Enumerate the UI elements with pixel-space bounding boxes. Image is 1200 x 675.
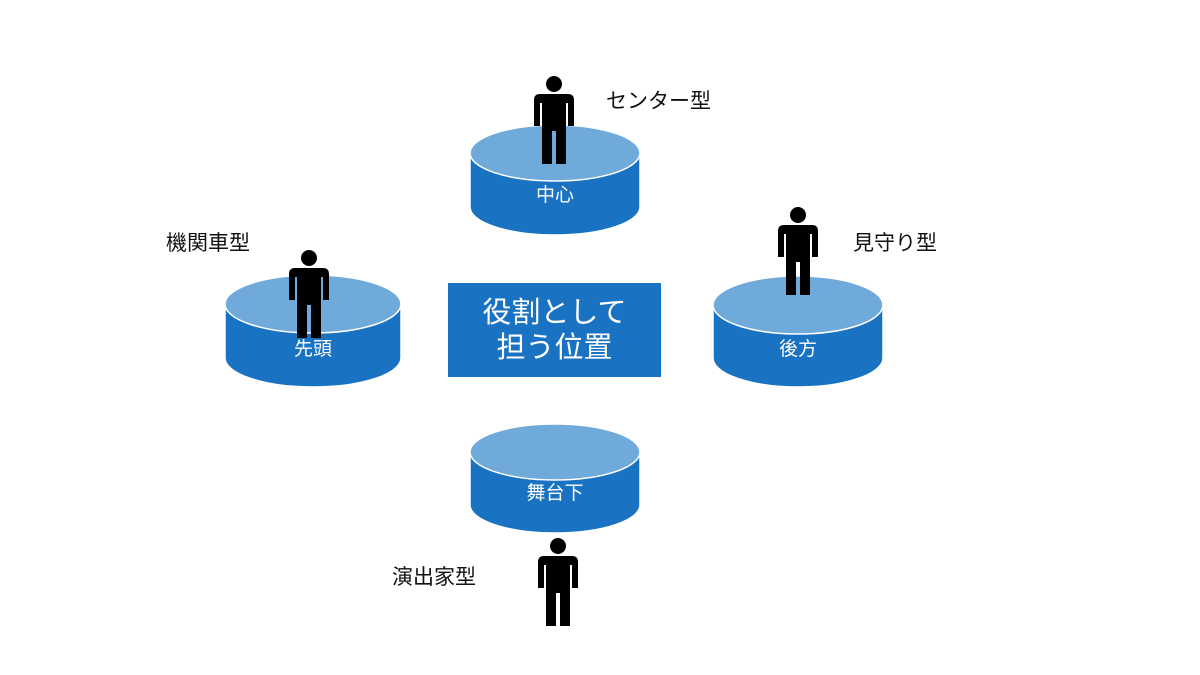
platform-offstage-top (469, 423, 641, 481)
platform-center: 中心 (469, 124, 641, 236)
platform-offstage-label: 舞台下 (526, 482, 583, 504)
platform-rear-label: 後方 (779, 338, 817, 360)
role-label-offstage: 演出家型 (392, 565, 476, 589)
role-label-front: 機関車型 (166, 231, 250, 255)
platform-rear: 後方 (712, 275, 884, 388)
role-label-rear: 見守り型 (853, 231, 937, 255)
platform-center-label: 中心 (536, 184, 574, 206)
platform-front-label: 先頭 (294, 338, 332, 360)
center-title-box: 役割として 担う位置 (448, 283, 661, 377)
platform-center-top (469, 124, 641, 182)
center-title-line2: 担う位置 (496, 330, 613, 364)
platform-rear-top (712, 275, 884, 335)
center-title-line1: 役割として (482, 294, 627, 329)
platform-offstage: 舞台下 (469, 423, 641, 534)
person-offstage-icon (538, 538, 578, 626)
role-label-center: センター型 (606, 89, 711, 113)
